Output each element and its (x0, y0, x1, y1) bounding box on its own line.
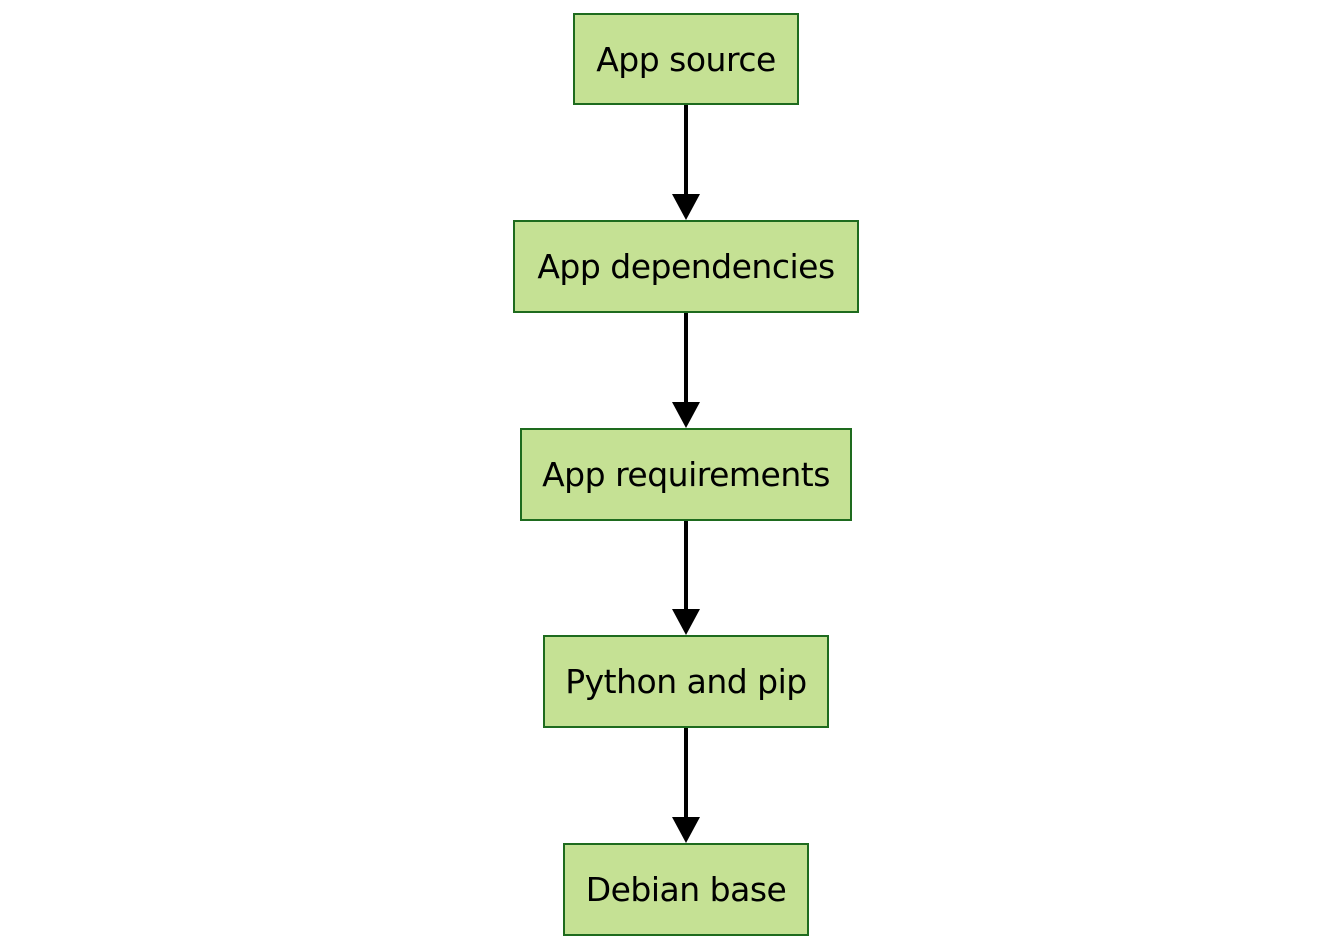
node-debian-base[interactable]: Debian base (563, 843, 809, 936)
node-label: App dependencies (537, 247, 835, 286)
arrowhead-icon (672, 817, 700, 843)
edge-app-requirements-to-python-and-pip (672, 521, 700, 635)
node-app-dependencies[interactable]: App dependencies (513, 220, 859, 313)
edge-app-dependencies-to-app-requirements (672, 313, 700, 428)
node-python-and-pip[interactable]: Python and pip (543, 635, 829, 728)
arrowhead-icon (672, 609, 700, 635)
node-app-requirements[interactable]: App requirements (520, 428, 852, 521)
edge-app-source-to-app-dependencies (672, 105, 700, 220)
arrowhead-icon (672, 194, 700, 220)
node-app-source[interactable]: App source (573, 13, 799, 105)
node-label: App requirements (542, 455, 830, 494)
node-label: Python and pip (565, 662, 807, 701)
node-label: Debian base (585, 870, 787, 909)
edge-python-and-pip-to-debian-base (672, 728, 700, 843)
arrowhead-icon (672, 402, 700, 428)
node-label: App source (596, 39, 776, 79)
